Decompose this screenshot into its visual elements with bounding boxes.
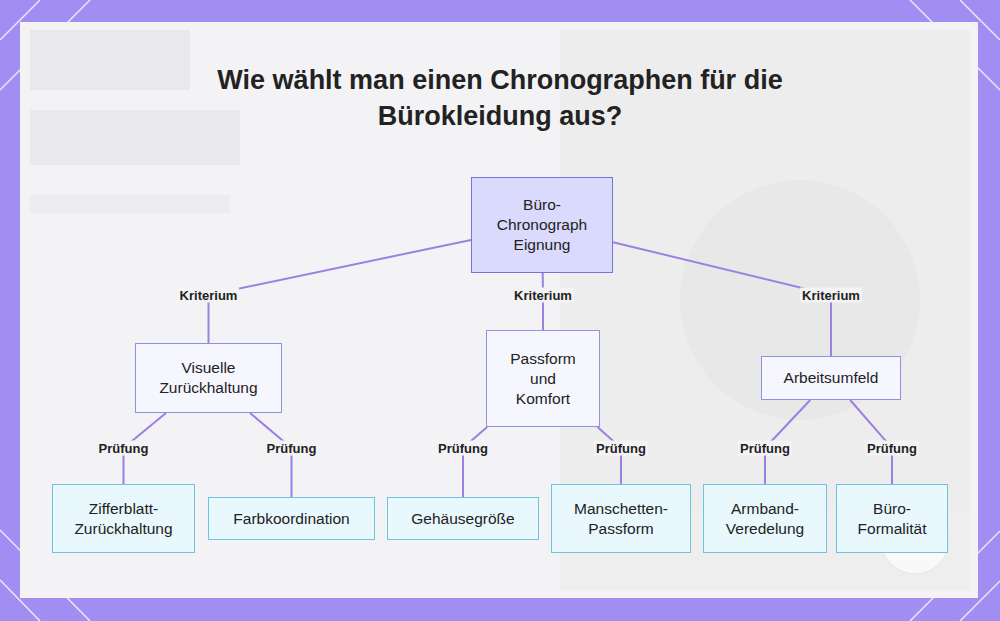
faded-backdrop [30,30,970,590]
edge-label: Prüfung [436,441,490,456]
node-text: Gehäusegröße [393,509,533,529]
edge-label: Prüfung [265,441,319,456]
node-text: Zifferblatt- Zurückhaltung [64,499,184,539]
root-box: Büro- Chronograph Eignung [471,177,613,273]
check-box: Farbkoordination [208,497,375,540]
edge-label: Kriterium [800,288,862,303]
node-text: Arbeitsumfeld [766,368,896,388]
node-text: Büro- Chronograph Eignung [490,195,594,255]
check-box: Gehäusegröße [387,497,539,540]
check-box: Zifferblatt- Zurückhaltung [52,484,195,553]
node-text: Armband- Veredelung [715,499,815,539]
criterion-box: Visuelle Zurückhaltung [135,343,282,413]
criterion-box: Passform und Komfort [486,330,600,427]
edge-label: Prüfung [738,441,792,456]
node-text: Büro- Formalität [847,499,937,539]
edge-label: Prüfung [97,441,151,456]
node-text: Farbkoordination [214,509,369,529]
check-box: Armband- Veredelung [703,484,827,553]
node-text: Passform und Komfort [503,349,583,409]
connector-line [209,240,472,343]
edge-label: Kriterium [512,288,574,303]
connector-line [597,427,621,484]
edge-label: Prüfung [594,441,648,456]
diagram-title: Wie wählt man einen Chronographen für di… [150,62,850,134]
node-text: Manschetten- Passform [566,499,676,539]
check-box: Manschetten- Passform [551,484,691,553]
node-text: Visuelle Zurückhaltung [149,358,269,398]
connector-line [463,427,487,497]
panel [20,22,978,598]
check-box: Büro- Formalität [836,484,948,553]
edge-label: Prüfung [865,441,919,456]
criterion-box: Arbeitsumfeld [761,356,901,400]
connector-line [613,242,831,356]
edge-label: Kriterium [178,288,240,303]
